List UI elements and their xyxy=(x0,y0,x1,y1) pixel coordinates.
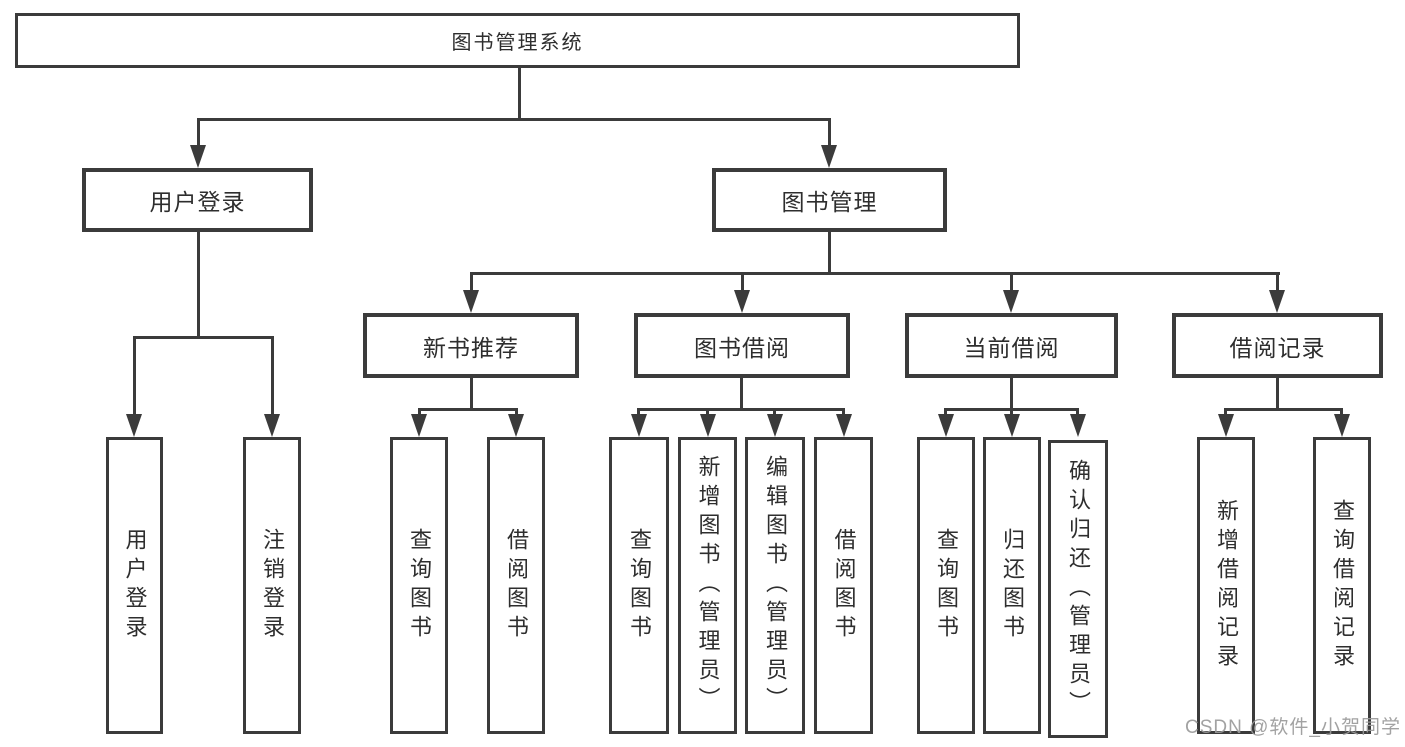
node-leaf-borrow-books-1: 借阅图书 xyxy=(487,437,545,734)
node-label: 借阅图书 xyxy=(504,527,529,644)
node-leaf-confirm-return-admin: 确认归还（管理员） xyxy=(1048,440,1108,738)
node-leaf-logout: 注销登录 xyxy=(243,437,301,734)
node-label: 用户登录 xyxy=(122,527,148,644)
arrowhead-down-icon xyxy=(1218,414,1234,437)
node-leaf-query-books-2: 查询图书 xyxy=(609,437,669,734)
connector-stub xyxy=(271,336,274,416)
arrowhead-down-icon xyxy=(463,290,479,313)
node-label: 新增图书（管理员） xyxy=(695,455,721,716)
arrowhead-down-icon xyxy=(631,414,647,437)
connector-stub xyxy=(515,408,518,418)
node-user-login: 用户登录 xyxy=(82,168,313,232)
connector-root-drop xyxy=(518,68,521,118)
connector-stub xyxy=(1076,408,1079,418)
arrowhead-down-icon xyxy=(190,145,206,168)
connector-stub xyxy=(418,408,421,418)
arrowhead-down-icon xyxy=(1269,290,1285,313)
node-label: 查询借阅记录 xyxy=(1330,498,1355,673)
connector-userlogin-split xyxy=(133,336,274,339)
arrowhead-down-icon xyxy=(1004,414,1020,437)
connector-stub xyxy=(706,408,709,418)
connector-drop xyxy=(1010,378,1013,408)
connector-stub xyxy=(944,408,947,418)
arrowhead-down-icon xyxy=(1070,414,1086,437)
node-current-borrow: 当前借阅 xyxy=(905,313,1118,378)
node-label: 图书管理系统 xyxy=(451,32,584,54)
node-label: 借阅图书 xyxy=(831,527,857,644)
arrowhead-down-icon xyxy=(734,290,750,313)
connector-bookmgmt-split xyxy=(470,272,1280,275)
node-label: 查询图书 xyxy=(407,527,432,644)
connector-stub xyxy=(828,118,831,147)
node-label: 编辑图书（管理员） xyxy=(763,455,788,716)
arrowhead-down-icon xyxy=(767,414,783,437)
node-book-management: 图书管理 xyxy=(712,168,947,232)
node-leaf-query-books-3: 查询图书 xyxy=(917,437,975,734)
node-leaf-query-borrow-record: 查询借阅记录 xyxy=(1313,437,1371,734)
node-leaf-add-borrow-record: 新增借阅记录 xyxy=(1197,437,1255,734)
connector-stub xyxy=(842,408,845,418)
arrowhead-down-icon xyxy=(1003,290,1019,313)
connector-drop xyxy=(470,378,473,408)
arrowhead-down-icon xyxy=(264,414,280,437)
arrowhead-down-icon xyxy=(126,414,142,437)
node-leaf-borrow-books-2: 借阅图书 xyxy=(814,437,873,734)
node-label: 借阅记录 xyxy=(1229,334,1326,361)
connector-stub xyxy=(197,118,200,147)
arrowhead-down-icon xyxy=(836,414,852,437)
watermark: CSDN @软件_小贺同学 xyxy=(1185,717,1401,738)
arrowhead-down-icon xyxy=(508,414,524,437)
arrowhead-down-icon xyxy=(938,414,954,437)
node-leaf-query-books-1: 查询图书 xyxy=(390,437,448,734)
node-leaf-user-login: 用户登录 xyxy=(106,437,163,734)
connector-userlogin-drop xyxy=(197,232,200,336)
node-label: 确认归还（管理员） xyxy=(1066,458,1091,720)
connector-drop xyxy=(1276,378,1279,408)
arrowhead-down-icon xyxy=(700,414,716,437)
node-label: 图书借阅 xyxy=(694,334,790,361)
connector-split xyxy=(419,408,517,411)
node-label: 新书推荐 xyxy=(423,334,519,361)
node-label: 新增借阅记录 xyxy=(1214,498,1239,673)
connector-stub xyxy=(637,408,640,418)
connector-stub xyxy=(1010,272,1013,292)
node-label: 用户登录 xyxy=(149,189,246,215)
node-label: 查询图书 xyxy=(934,527,959,644)
connector-stub xyxy=(470,272,473,292)
node-label: 注销登录 xyxy=(260,527,285,644)
arrowhead-down-icon xyxy=(411,414,427,437)
connector-bookmgmt-drop xyxy=(828,232,831,272)
node-system-root: 图书管理系统 xyxy=(15,13,1020,68)
arrowhead-down-icon xyxy=(821,145,837,168)
connector-stub xyxy=(741,272,744,292)
node-new-book-recommend: 新书推荐 xyxy=(363,313,579,378)
connector-drop xyxy=(740,378,743,408)
connector-root-split xyxy=(197,118,831,121)
connector-split xyxy=(639,408,845,411)
connector-stub xyxy=(1010,408,1013,418)
node-label: 归还图书 xyxy=(1000,527,1025,644)
node-label: 当前借阅 xyxy=(963,334,1060,361)
node-borrow-records: 借阅记录 xyxy=(1172,313,1383,378)
node-leaf-edit-books-admin: 编辑图书（管理员） xyxy=(745,437,805,734)
node-label: 图书管理 xyxy=(781,189,878,215)
arrowhead-down-icon xyxy=(1334,414,1350,437)
connector-stub xyxy=(133,336,136,416)
node-leaf-add-books-admin: 新增图书（管理员） xyxy=(678,437,737,734)
connector-split xyxy=(1226,408,1343,411)
node-book-borrow: 图书借阅 xyxy=(634,313,850,378)
connector-stub xyxy=(1276,272,1279,292)
connector-stub xyxy=(1340,408,1343,418)
node-label: 查询图书 xyxy=(627,527,652,644)
connector-stub xyxy=(773,408,776,418)
node-leaf-return-books: 归还图书 xyxy=(983,437,1041,734)
connector-stub xyxy=(1224,408,1227,418)
